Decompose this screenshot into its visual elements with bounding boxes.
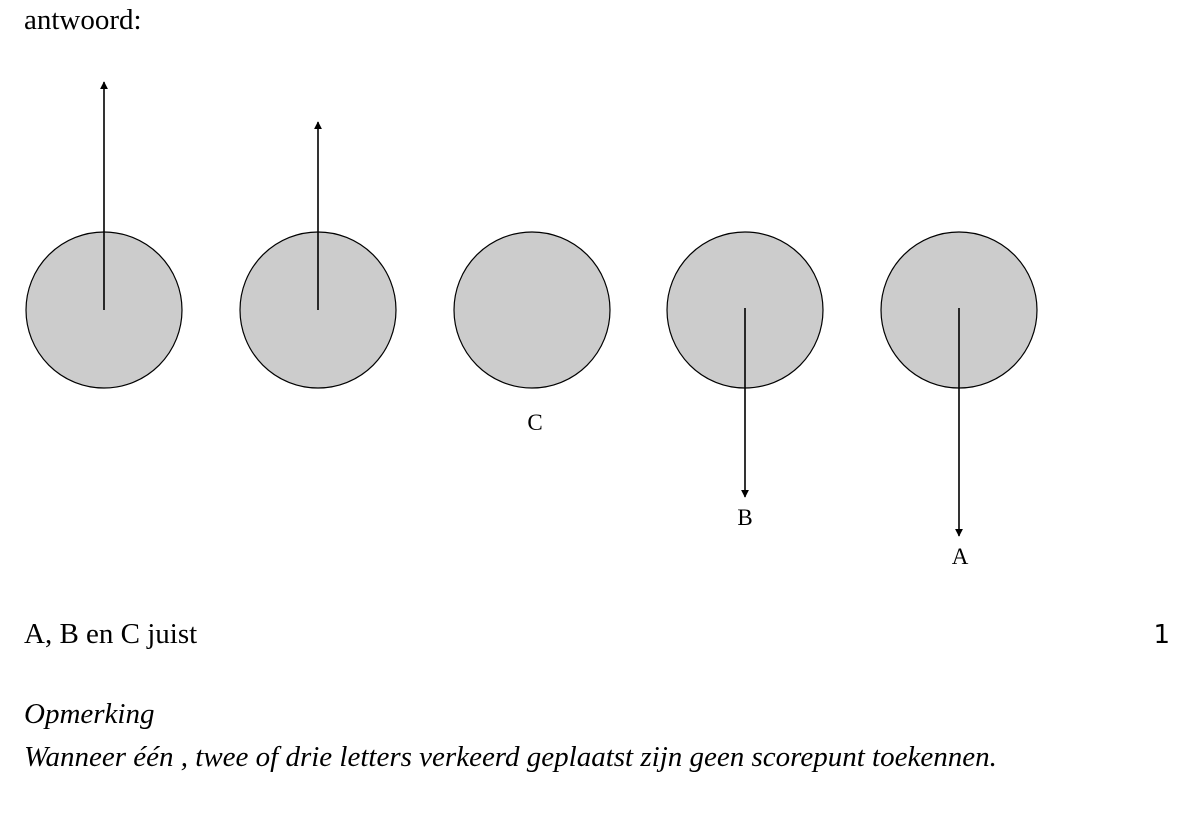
sphere-3-label: C — [527, 410, 542, 435]
sphere-4: B — [666, 231, 824, 530]
sphere-4-label: B — [737, 505, 752, 530]
sphere-5: A — [880, 231, 1038, 569]
sphere-5-label: A — [952, 544, 969, 569]
score-points: 1 — [1153, 620, 1170, 650]
sphere-3-circle — [453, 231, 611, 389]
note-title: Opmerking — [24, 698, 155, 730]
sphere-2 — [239, 121, 397, 389]
spheres-figure: C B A — [25, 81, 1038, 569]
answer-text: A, B en C juist — [24, 618, 198, 650]
answer-heading: antwoord: — [24, 4, 142, 36]
sphere-3: C — [453, 231, 611, 435]
note-text: Wanneer één , twee of drie letters verke… — [24, 741, 997, 773]
sphere-1 — [25, 81, 183, 389]
